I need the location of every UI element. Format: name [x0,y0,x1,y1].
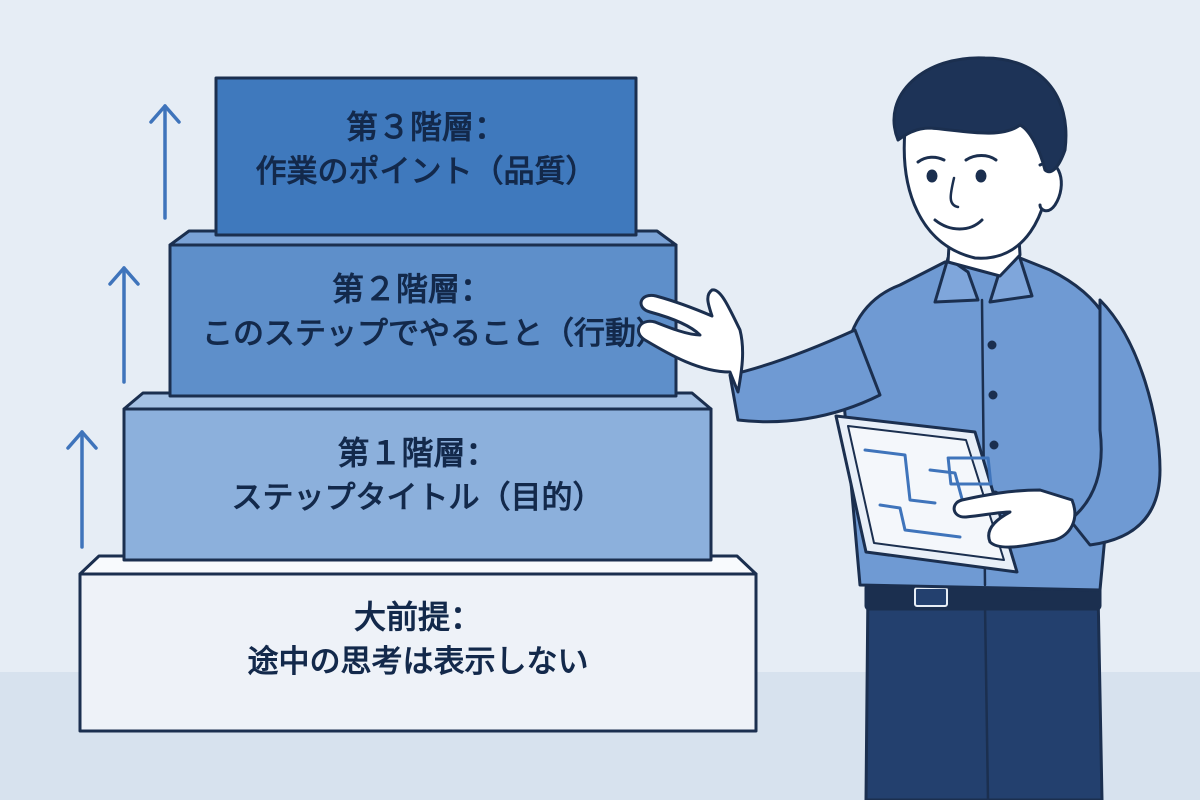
tier-1-heading: 第１階層： [337,434,498,472]
pointing-arm [728,328,882,424]
base-block [78,554,758,733]
tier-3-heading: 第３階層： [345,108,506,146]
open-hand [637,288,745,394]
holding-hand [952,488,1077,549]
tier-3-block [214,76,638,237]
tier-2-body: このステップでやること（行動） [202,316,652,353]
tier-2-heading: 第２階層： [331,270,492,308]
holding-arm [1068,298,1162,547]
arrow-up-icon [66,430,98,549]
tier-1-body: ステップタイトル（目的） [231,480,604,517]
arrow-up-icon [149,104,181,220]
base-body: 途中の思考は表示しない [247,644,589,681]
base-heading: 大前提： [353,598,482,636]
tier-3-label: 第３階層： 作業のポイント（品質） [220,104,632,195]
tier-3-body: 作業のポイント（品質） [255,154,597,191]
tier-1-label: 第１階層： ステップタイトル（目的） [128,430,707,521]
tier-2-block [168,229,678,398]
base-label: 大前提： 途中の思考は表示しない [84,594,752,685]
arrow-up-icon [108,266,140,384]
hair [892,56,1068,174]
tier-2-label: 第２階層： このステップでやること（行動） [174,266,652,357]
tablet-flowchart-icon [834,414,1019,574]
